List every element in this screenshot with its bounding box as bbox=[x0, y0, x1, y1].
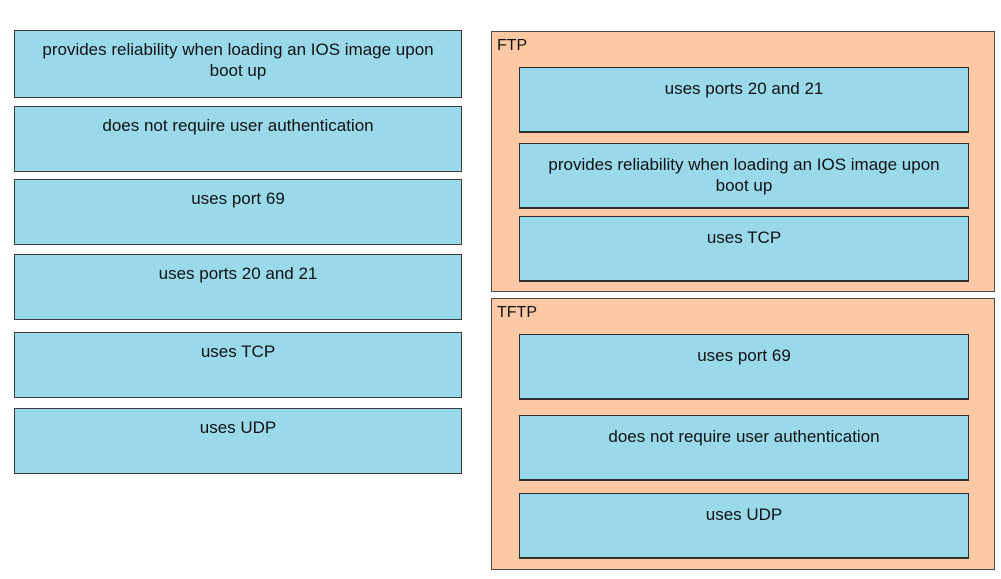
option-tcp[interactable]: uses TCP bbox=[14, 332, 462, 398]
option-label: does not require user authentication bbox=[102, 116, 374, 135]
option-label: uses port 69 bbox=[191, 189, 285, 208]
placed-item-port-69[interactable]: uses port 69 bbox=[519, 334, 969, 400]
target-ftp-label: FTP bbox=[497, 37, 528, 54]
placed-item-label: uses TCP bbox=[706, 228, 782, 247]
placed-item-ios-reliability[interactable]: provides reliability when loading an IOS… bbox=[519, 143, 969, 209]
option-no-auth[interactable]: does not require user authentication bbox=[14, 106, 462, 172]
placed-item-label: does not require user authentication bbox=[608, 427, 880, 446]
option-ports-20-21[interactable]: uses ports 20 and 21 bbox=[14, 254, 462, 320]
placed-item-tcp[interactable]: uses TCP bbox=[519, 216, 969, 282]
target-tftp[interactable]: TFTP uses port 69 does not require user … bbox=[491, 298, 995, 570]
target-ftp[interactable]: FTP uses ports 20 and 21 provides reliab… bbox=[491, 31, 995, 292]
placed-item-udp[interactable]: uses UDP bbox=[519, 493, 969, 559]
placed-item-label: uses UDP bbox=[705, 505, 783, 524]
placed-item-label: uses ports 20 and 21 bbox=[664, 79, 824, 98]
placed-item-no-auth[interactable]: does not require user authentication bbox=[519, 415, 969, 481]
placed-item-label: provides reliability when loading an IOS… bbox=[548, 155, 940, 195]
option-label: uses TCP bbox=[200, 342, 276, 361]
option-label: uses UDP bbox=[199, 418, 277, 437]
placed-item-ports-20-21[interactable]: uses ports 20 and 21 bbox=[519, 67, 969, 133]
option-udp[interactable]: uses UDP bbox=[14, 408, 462, 474]
option-label: provides reliability when loading an IOS… bbox=[42, 40, 434, 80]
target-tftp-label: TFTP bbox=[497, 304, 537, 321]
option-ios-reliability[interactable]: provides reliability when loading an IOS… bbox=[14, 30, 462, 98]
placed-item-label: uses port 69 bbox=[697, 346, 791, 365]
option-label: uses ports 20 and 21 bbox=[158, 264, 318, 283]
option-port-69[interactable]: uses port 69 bbox=[14, 179, 462, 245]
